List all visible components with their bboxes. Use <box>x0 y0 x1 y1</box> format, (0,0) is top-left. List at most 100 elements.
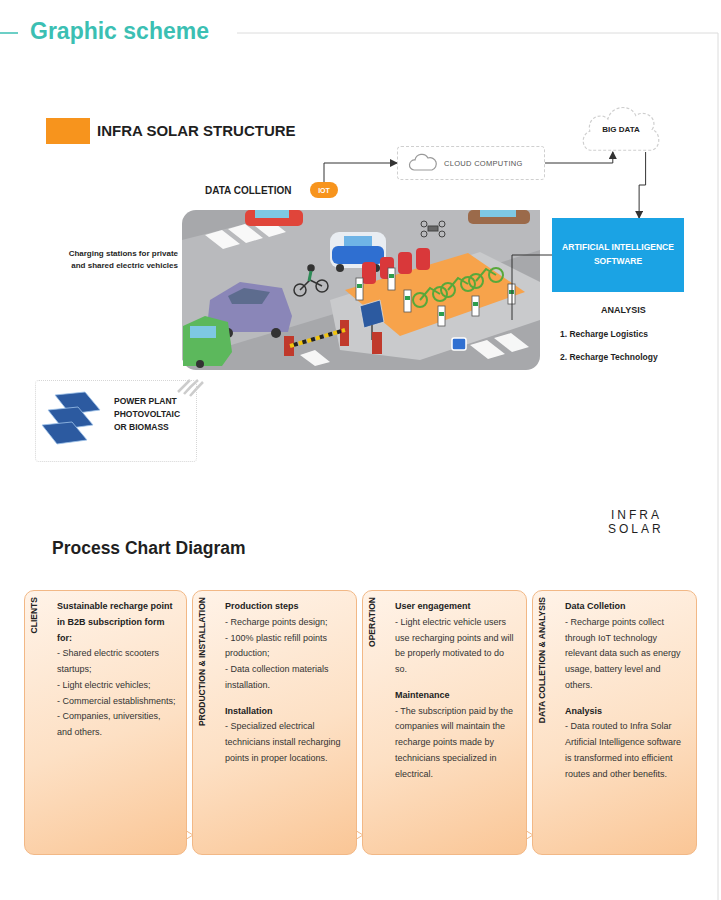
cyclist <box>300 280 322 290</box>
box-heading: Maintenance <box>395 688 516 704</box>
box-body: - Light electric vehicle users use recha… <box>395 615 516 678</box>
scooters <box>362 248 430 284</box>
box-body: - The subscription paid by the companies… <box>395 704 516 783</box>
page-frame <box>718 33 719 900</box>
cyclist <box>308 265 314 271</box>
post-marks <box>389 274 394 278</box>
solar-panels-icon <box>42 392 100 444</box>
parking-sign <box>452 338 466 350</box>
green-bikes <box>413 268 503 307</box>
cyclist <box>309 271 311 281</box>
scooters <box>416 248 430 270</box>
section-heading: Process Chart Diagram <box>52 538 246 559</box>
green-bikes <box>420 288 440 300</box>
box-heading: Data Colletion <box>565 599 686 615</box>
connector <box>545 152 613 163</box>
page-frame <box>0 32 18 34</box>
box-body: - Light electric vehicles; <box>57 678 176 694</box>
node-text: IOT <box>318 187 330 194</box>
purple-car <box>228 288 270 304</box>
solar-panels-icon <box>42 422 87 444</box>
purple-car <box>271 328 281 338</box>
drone <box>421 231 427 237</box>
box-body: - Recharge points collect through IoT te… <box>565 615 686 694</box>
scooters <box>398 252 412 274</box>
cloud-icon <box>409 154 436 170</box>
process-box: CLIENTSSustainable recharge point in B2B… <box>24 590 187 855</box>
ai-leader-line <box>512 255 552 320</box>
blue-car <box>336 264 344 272</box>
ai-leader-line <box>512 255 552 320</box>
charging-posts <box>356 278 363 300</box>
box-body: - 100% plastic refill points production; <box>225 631 346 663</box>
charging-posts <box>472 296 479 316</box>
green-car <box>196 360 204 368</box>
barrier <box>284 320 382 356</box>
section-label: ANALYSIS <box>601 305 646 315</box>
street-illustration <box>205 218 529 366</box>
side-label: PRODUCTION & INSTALLATION <box>193 591 211 856</box>
street-illustration <box>345 253 525 336</box>
cloud-icon <box>409 154 436 170</box>
wireless-signal <box>178 380 203 396</box>
box-heading: User engagement <box>395 599 516 615</box>
brown-car <box>468 210 530 224</box>
cyclist <box>294 265 328 296</box>
side-label: OPERATION <box>363 591 381 856</box>
box-heading: Production steps <box>225 599 346 615</box>
list-item: 1. Recharge Logistics <box>560 329 648 339</box>
connector <box>639 152 645 218</box>
node-text: ARTIFICIAL INTELLIGENCE SOFTWARE <box>560 241 676 268</box>
logo-text: SOLAR <box>608 522 664 536</box>
brown-car <box>468 210 530 224</box>
parking-sign <box>452 338 466 350</box>
callout-text: Charging stations for private and shared… <box>66 248 178 273</box>
cloud-node: BIG DATA <box>580 100 662 152</box>
process-box: OPERATION User engagement- Light electric… <box>362 590 527 855</box>
brown-car <box>480 210 516 217</box>
street-illustration <box>470 340 505 359</box>
street-illustration <box>300 350 330 366</box>
service-box: CLOUD COMPUTING <box>397 146 545 180</box>
node-text: CLOUD COMPUTING <box>444 159 523 168</box>
side-label: DATA COLLETION & ANALYSIS <box>533 591 551 856</box>
post-marks <box>405 296 410 300</box>
drone <box>428 226 438 231</box>
page-frame <box>0 33 718 900</box>
barrier <box>290 330 345 346</box>
green-car <box>183 316 232 366</box>
street-illustration <box>494 333 529 352</box>
post-marks <box>439 312 444 316</box>
software-box: ARTIFICIAL INTELLIGENCE SOFTWARE <box>552 218 684 292</box>
drone <box>421 221 445 237</box>
box-body: - Data routed to Infra Solar Artificial … <box>565 719 686 782</box>
power-plant-box: POWER PLANT PHOTOVOLTAIC OR BIOMASS <box>35 380 197 462</box>
red-car <box>245 210 303 226</box>
section-label: DATA COLLETION <box>205 185 291 196</box>
process-box: DATA COLLETION & ANALYSISData Colletion-… <box>532 590 697 855</box>
solar-panel <box>360 300 384 328</box>
page-frame <box>237 33 718 34</box>
street-illustration <box>330 252 540 360</box>
connector <box>324 163 397 182</box>
red-car <box>255 210 289 218</box>
green-car <box>190 326 216 338</box>
box-body: - Recharge points design; <box>225 615 346 631</box>
drone <box>439 221 445 227</box>
box-heading: Sustainable recharge point in B2B subscr… <box>57 599 176 646</box>
legend-swatch <box>46 118 90 144</box>
post-marks <box>473 302 478 306</box>
charging-posts <box>388 268 395 290</box>
green-bikes <box>448 278 468 290</box>
blue-car <box>330 232 386 272</box>
cloud-outline <box>583 107 659 150</box>
red-car <box>245 210 303 226</box>
logo-text: INFRA <box>611 508 662 522</box>
box-heading: Analysis <box>565 704 686 720</box>
node-text: BIG DATA <box>602 125 639 134</box>
box-body: - Companies, universities, and others. <box>57 709 176 741</box>
wireless-signal <box>184 380 198 394</box>
box-body: - Commercial establishments; <box>57 694 176 710</box>
page-title: Graphic scheme <box>30 18 209 45</box>
charging-posts <box>438 306 445 326</box>
